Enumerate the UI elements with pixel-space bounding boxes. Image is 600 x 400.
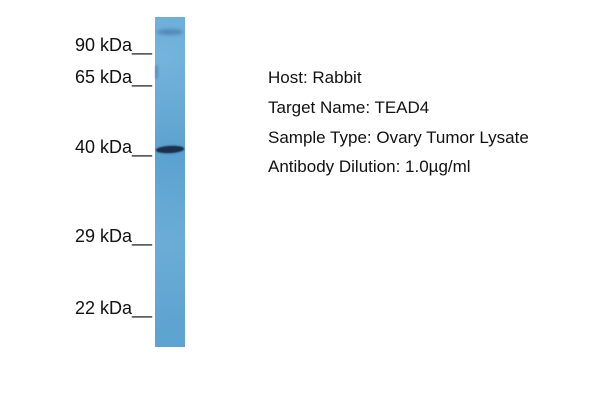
annotation-host: Host: Rabbit [268,68,362,87]
mw-marker-22kda: 22 kDa__ [75,298,153,318]
mw-marker-90kda: 90 kDa__ [75,35,153,55]
mw-marker-29kda: 29 kDa__ [75,226,153,246]
protein-band-faint-upper [157,29,183,35]
annotation-antibody-dilution: Antibody Dilution: 1.0µg/ml [268,157,471,176]
annotation-sample-type: Sample Type: Ovary Tumor Lysate [268,128,529,147]
mw-marker-65kda: 65 kDa__ [75,67,153,87]
annotation-target-name: Target Name: TEAD4 [268,98,430,117]
protein-band-40kda [155,145,185,154]
gel-lane [155,17,185,347]
lane-edge-artifact [155,65,158,79]
mw-marker-40kda: 40 kDa__ [75,137,153,157]
